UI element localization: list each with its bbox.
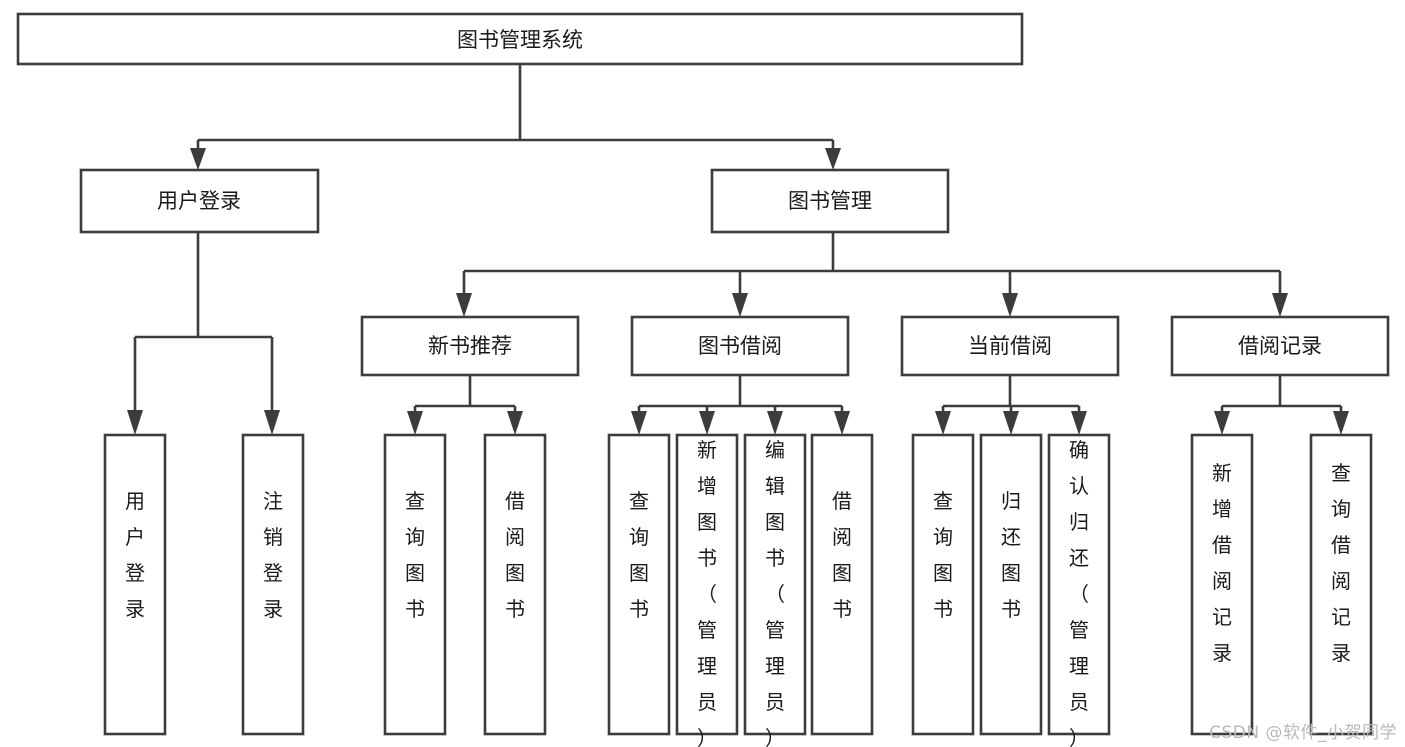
arrow-head-leaf-add-record: [1214, 411, 1230, 435]
node-leaf-query-book-3[interactable]: 查询图书: [911, 433, 975, 736]
node-leaf-add-book-label: 新增图书（管理员）: [697, 438, 717, 747]
connectors-user-login-to-leaves: [127, 232, 280, 435]
node-leaf-user-login[interactable]: 用户登录: [103, 433, 167, 736]
node-new-book-recommend-label: 新书推荐: [428, 334, 512, 358]
arrow-head-book-management: [825, 148, 841, 170]
node-current-borrow[interactable]: 当前借阅: [900, 315, 1120, 377]
node-leaf-confirm-return-label: 确认归还（管理员）: [1069, 438, 1089, 747]
node-root-label: 图书管理系统: [457, 28, 583, 52]
arrow-head-leaf-user-logout: [264, 410, 280, 435]
node-root[interactable]: 图书管理系统: [16, 12, 1024, 66]
arrow-head-leaf-borrow-book-1: [507, 411, 523, 435]
connectors-root-to-level2: [190, 64, 841, 170]
arrow-head-leaf-query-book-3: [935, 411, 951, 435]
node-leaf-query-book-2-label: 查询图书: [629, 489, 649, 621]
node-leaf-confirm-return[interactable]: 确认归还（管理员）: [1047, 433, 1111, 747]
node-leaf-borrow-book-1-label: 借阅图书: [505, 489, 525, 621]
node-new-book-recommend-box[interactable]: [360, 315, 580, 377]
node-leaf-borrow-book-2[interactable]: 借阅图书: [810, 433, 874, 736]
arrow-head-leaf-edit-book: [767, 411, 783, 435]
arrow-head-leaf-query-book-2: [631, 411, 647, 435]
arrow-head-user-login: [190, 148, 206, 170]
node-leaf-borrow-book-2-label: 借阅图书: [832, 489, 852, 621]
node-leaf-confirm-return-box[interactable]: [1047, 433, 1111, 736]
node-leaf-user-logout[interactable]: 注销登录: [241, 433, 305, 736]
connectors-book-management-to-level3: [456, 232, 1288, 317]
node-leaf-query-record[interactable]: 查询借阅记录: [1309, 433, 1373, 736]
arrow-head-leaf-return-book: [1003, 411, 1019, 435]
node-leaf-borrow-book-1[interactable]: 借阅图书: [483, 433, 547, 736]
arrow-head-book-borrow: [732, 293, 748, 317]
arrow-head-borrow-record: [1272, 293, 1288, 317]
node-leaf-add-record-box[interactable]: [1190, 433, 1254, 736]
node-leaf-add-record-label: 新增借阅记录: [1212, 461, 1232, 665]
node-borrow-record-box[interactable]: [1170, 315, 1390, 377]
node-root-box[interactable]: [16, 12, 1024, 66]
arrow-head-leaf-query-book-1: [407, 411, 423, 435]
node-book-management-label: 图书管理: [788, 189, 872, 213]
node-book-borrow[interactable]: 图书借阅: [630, 315, 850, 377]
arrow-head-new-book-recommend: [456, 293, 472, 317]
node-leaf-user-logout-label: 注销登录: [263, 489, 283, 621]
node-leaf-return-book-box[interactable]: [979, 433, 1043, 736]
node-book-borrow-label: 图书借阅: [698, 334, 782, 358]
node-user-login-box[interactable]: [79, 168, 320, 234]
node-leaf-edit-book-label: 编辑图书（管理员）: [765, 438, 785, 747]
connectors-borrow-record-to-leaves: [1214, 375, 1349, 435]
node-leaf-user-login-box[interactable]: [103, 433, 167, 736]
node-leaf-query-book-3-box[interactable]: [911, 433, 975, 736]
connectors-book-borrow-to-leaves: [631, 375, 850, 435]
node-leaf-query-book-1-box[interactable]: [383, 433, 447, 736]
node-borrow-record-label: 借阅记录: [1238, 334, 1322, 358]
node-leaf-user-login-label: 用户登录: [125, 489, 145, 621]
node-book-management-box[interactable]: [710, 168, 950, 234]
node-current-borrow-box[interactable]: [900, 315, 1120, 377]
node-leaf-return-book[interactable]: 归还图书: [979, 433, 1043, 736]
node-borrow-record[interactable]: 借阅记录: [1170, 315, 1390, 377]
arrow-head-current-borrow: [1002, 293, 1018, 317]
arrow-head-leaf-borrow-book-2: [834, 411, 850, 435]
node-user-login[interactable]: 用户登录: [79, 168, 320, 234]
node-leaf-query-record-label: 查询借阅记录: [1331, 461, 1351, 665]
node-leaf-query-book-2[interactable]: 查询图书: [607, 433, 671, 736]
node-leaf-query-book-3-label: 查询图书: [933, 489, 953, 621]
node-leaf-borrow-book-1-box[interactable]: [483, 433, 547, 736]
arrow-head-leaf-add-book: [699, 411, 715, 435]
node-leaf-borrow-book-2-box[interactable]: [810, 433, 874, 736]
node-leaf-query-book-1[interactable]: 查询图书: [383, 433, 447, 736]
arrow-head-leaf-user-login: [127, 410, 143, 435]
node-leaf-query-record-box[interactable]: [1309, 433, 1373, 736]
node-leaf-query-book-1-label: 查询图书: [405, 489, 425, 621]
node-leaf-user-logout-box[interactable]: [241, 433, 305, 736]
arrow-head-leaf-query-record: [1333, 411, 1349, 435]
node-leaf-add-record[interactable]: 新增借阅记录: [1190, 433, 1254, 736]
node-user-login-label: 用户登录: [157, 189, 241, 213]
node-book-borrow-box[interactable]: [630, 315, 850, 377]
node-leaf-add-book-box[interactable]: [675, 433, 739, 736]
node-current-borrow-label: 当前借阅: [968, 334, 1052, 358]
node-new-book-recommend[interactable]: 新书推荐: [360, 315, 580, 377]
node-leaf-add-book[interactable]: 新增图书（管理员）: [675, 433, 739, 747]
csdn-watermark: CSDN @软件_小贺同学: [1209, 723, 1397, 743]
node-book-management[interactable]: 图书管理: [710, 168, 950, 234]
node-leaf-return-book-label: 归还图书: [1001, 489, 1021, 621]
node-leaf-edit-book[interactable]: 编辑图书（管理员）: [743, 433, 807, 747]
arrow-head-leaf-confirm-return: [1071, 411, 1087, 435]
connectors-current-borrow-to-leaves: [935, 375, 1087, 435]
node-leaf-edit-book-box[interactable]: [743, 433, 807, 736]
connectors-new-book-to-leaves: [407, 375, 523, 435]
node-leaf-query-book-2-box[interactable]: [607, 433, 671, 736]
